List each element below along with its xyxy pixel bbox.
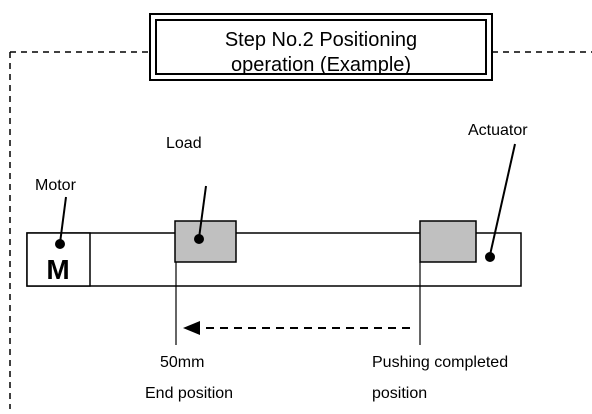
load-leader: [198, 185, 207, 239]
pushed-block: [419, 220, 477, 263]
load-block: [174, 220, 237, 263]
motor-label: Motor: [35, 177, 77, 194]
actuator-leader-dot: [485, 252, 495, 262]
motor-symbol: M: [46, 254, 69, 285]
actuator-leader: [489, 143, 516, 256]
actuator-label: Actuator: [468, 122, 528, 139]
pushing-label-line-2: position: [372, 385, 427, 402]
title-line-2: operation (Example): [231, 54, 411, 76]
title-line-1: Step No.2 Positioning: [225, 29, 417, 51]
load-leader-dot: [194, 234, 204, 244]
motor-leader: [59, 196, 67, 244]
end-position-label: End position: [145, 385, 233, 402]
pushing-label-line-1: Pushing completed: [372, 354, 508, 371]
load-label: Load: [166, 135, 202, 152]
title-box-inner: [155, 19, 487, 75]
distance-label: 50mm: [160, 354, 204, 371]
movement-arrow-head: [183, 321, 200, 335]
motor-leader-dot: [55, 239, 65, 249]
